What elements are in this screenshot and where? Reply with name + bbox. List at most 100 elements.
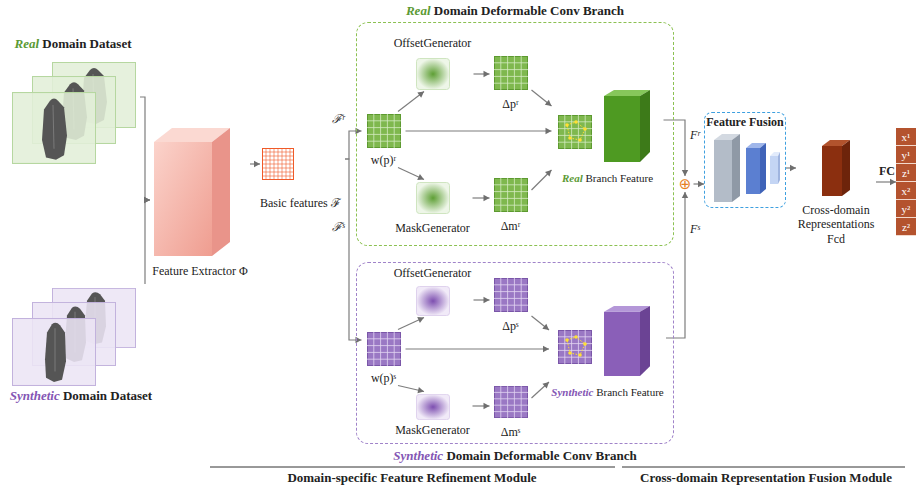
arrowhead — [417, 387, 424, 393]
connector — [345, 159, 362, 340]
block-front — [822, 146, 842, 196]
module-rule — [210, 467, 615, 468]
arrowhead — [543, 346, 549, 352]
connector — [532, 170, 552, 190]
text-run: Domain Dataset — [60, 388, 152, 403]
basic-feature-grid — [262, 148, 294, 180]
accent-word: Synthetic — [393, 448, 443, 463]
arrowhead — [254, 161, 260, 167]
node-label: Real Domain Dataset — [15, 36, 132, 52]
arrowhead — [542, 324, 549, 330]
extractor-cube — [154, 128, 230, 256]
feature-block — [604, 306, 650, 376]
accent-word: Synthetic — [10, 388, 60, 403]
arrowhead — [144, 197, 150, 203]
representation-block — [822, 140, 850, 196]
connector — [532, 316, 550, 330]
vector-cell: y¹ — [896, 146, 916, 164]
deformed-grid — [558, 330, 592, 364]
connector — [145, 200, 150, 284]
branch-box: Real Domain Deformable Conv Branchw(p)ʳO… — [356, 22, 674, 246]
node-label: OffsetGenerator — [394, 266, 472, 280]
image-frame — [13, 319, 96, 386]
edge-label: Fˢ — [690, 222, 700, 236]
vector-cell: y² — [896, 200, 916, 218]
node-label: Basic features ℱ — [260, 196, 341, 210]
connector — [666, 192, 685, 338]
node-label: OffsetGenerator — [394, 36, 472, 50]
layer-side — [778, 152, 780, 184]
extractor-node: Feature Extractor Φ — [150, 126, 250, 278]
accent-word: Synthetic — [551, 386, 593, 398]
arrowhead — [417, 317, 424, 323]
module-caption: Cross-domain Representation Fusion Modul… — [640, 470, 892, 486]
fusion-layers — [714, 134, 780, 202]
deformed-grid — [558, 115, 592, 149]
arrowhead — [545, 170, 552, 177]
connector — [345, 131, 362, 159]
arrowhead — [144, 197, 150, 203]
connector — [140, 97, 150, 200]
cube-front — [154, 142, 212, 256]
arrowhead — [545, 100, 552, 106]
generator-cube — [417, 286, 450, 315]
arrowhead — [417, 92, 424, 98]
node-label: Synthetic Branch Feature — [551, 386, 663, 399]
module-caption: Domain-specific Feature Refinement Modul… — [287, 470, 536, 486]
vector-cell: x¹ — [896, 128, 916, 146]
module-rule — [622, 467, 905, 468]
kernel-node: w(p)ˢ — [362, 330, 406, 386]
arrowhead — [484, 71, 490, 77]
synthetic-dataset-frames — [13, 288, 136, 385]
branch-box: Synthetic Domain Deformable Conv Branchw… — [356, 262, 674, 444]
arrowhead — [484, 195, 490, 201]
branch-feature: Synthetic Branch Feature — [549, 300, 666, 400]
node-label: Feature Fusion — [706, 115, 783, 129]
fusion-box: Feature Fusion — [704, 112, 786, 208]
node-label: ⊕ — [679, 176, 692, 192]
node-label: Cross-domain Representations Fcd — [796, 203, 876, 246]
vector-cell: x² — [896, 182, 916, 200]
kernel-node: w(p)ʳ — [362, 112, 406, 168]
node-label: Δmʳ — [501, 219, 521, 233]
node-label: w(p)ʳ — [371, 153, 396, 167]
edge-label: Fʳ — [690, 128, 700, 142]
edge-label: ℱˢ — [332, 220, 345, 234]
layer-side — [732, 134, 740, 202]
node-label: Δpʳ — [502, 97, 518, 111]
node-label: Real Branch Feature — [562, 172, 653, 185]
connector — [664, 120, 686, 176]
edge-label: FC — [879, 164, 895, 178]
arrowhead — [484, 403, 490, 409]
mask-node: Δmʳ — [490, 176, 532, 234]
generator-node: OffsetGenerator — [392, 266, 474, 318]
image-frame — [13, 93, 96, 164]
offset-grid — [494, 278, 528, 312]
connector — [398, 92, 424, 112]
arrowhead — [682, 192, 688, 198]
accent-word: Real — [406, 3, 431, 18]
layer-side — [760, 143, 766, 194]
text-run: Domain Dataset — [39, 36, 131, 51]
accent-word: Real — [562, 172, 583, 184]
real-dataset-frames — [13, 63, 136, 164]
branch-title: Real Domain Deformable Conv Branch — [357, 3, 673, 19]
arrowhead — [484, 297, 490, 303]
offset-node: Δpʳ — [490, 54, 532, 112]
connector — [406, 348, 550, 349]
kernel-grid — [367, 332, 401, 366]
block-side — [842, 140, 850, 196]
connector — [398, 168, 424, 180]
text-run: Domain Deformable Conv Branch — [443, 448, 637, 463]
offset-grid — [494, 56, 528, 90]
generator-node: OffsetGenerator — [392, 36, 474, 92]
node-label: Synthetic Domain Dataset — [10, 388, 152, 404]
generator-node: MaskGenerator — [393, 392, 473, 438]
text-run: Branch Feature — [583, 172, 653, 184]
node-label: MaskGenerator — [395, 423, 470, 437]
generator-cube — [417, 59, 450, 90]
node-label: Δmˢ — [501, 425, 521, 439]
connector — [406, 130, 552, 131]
